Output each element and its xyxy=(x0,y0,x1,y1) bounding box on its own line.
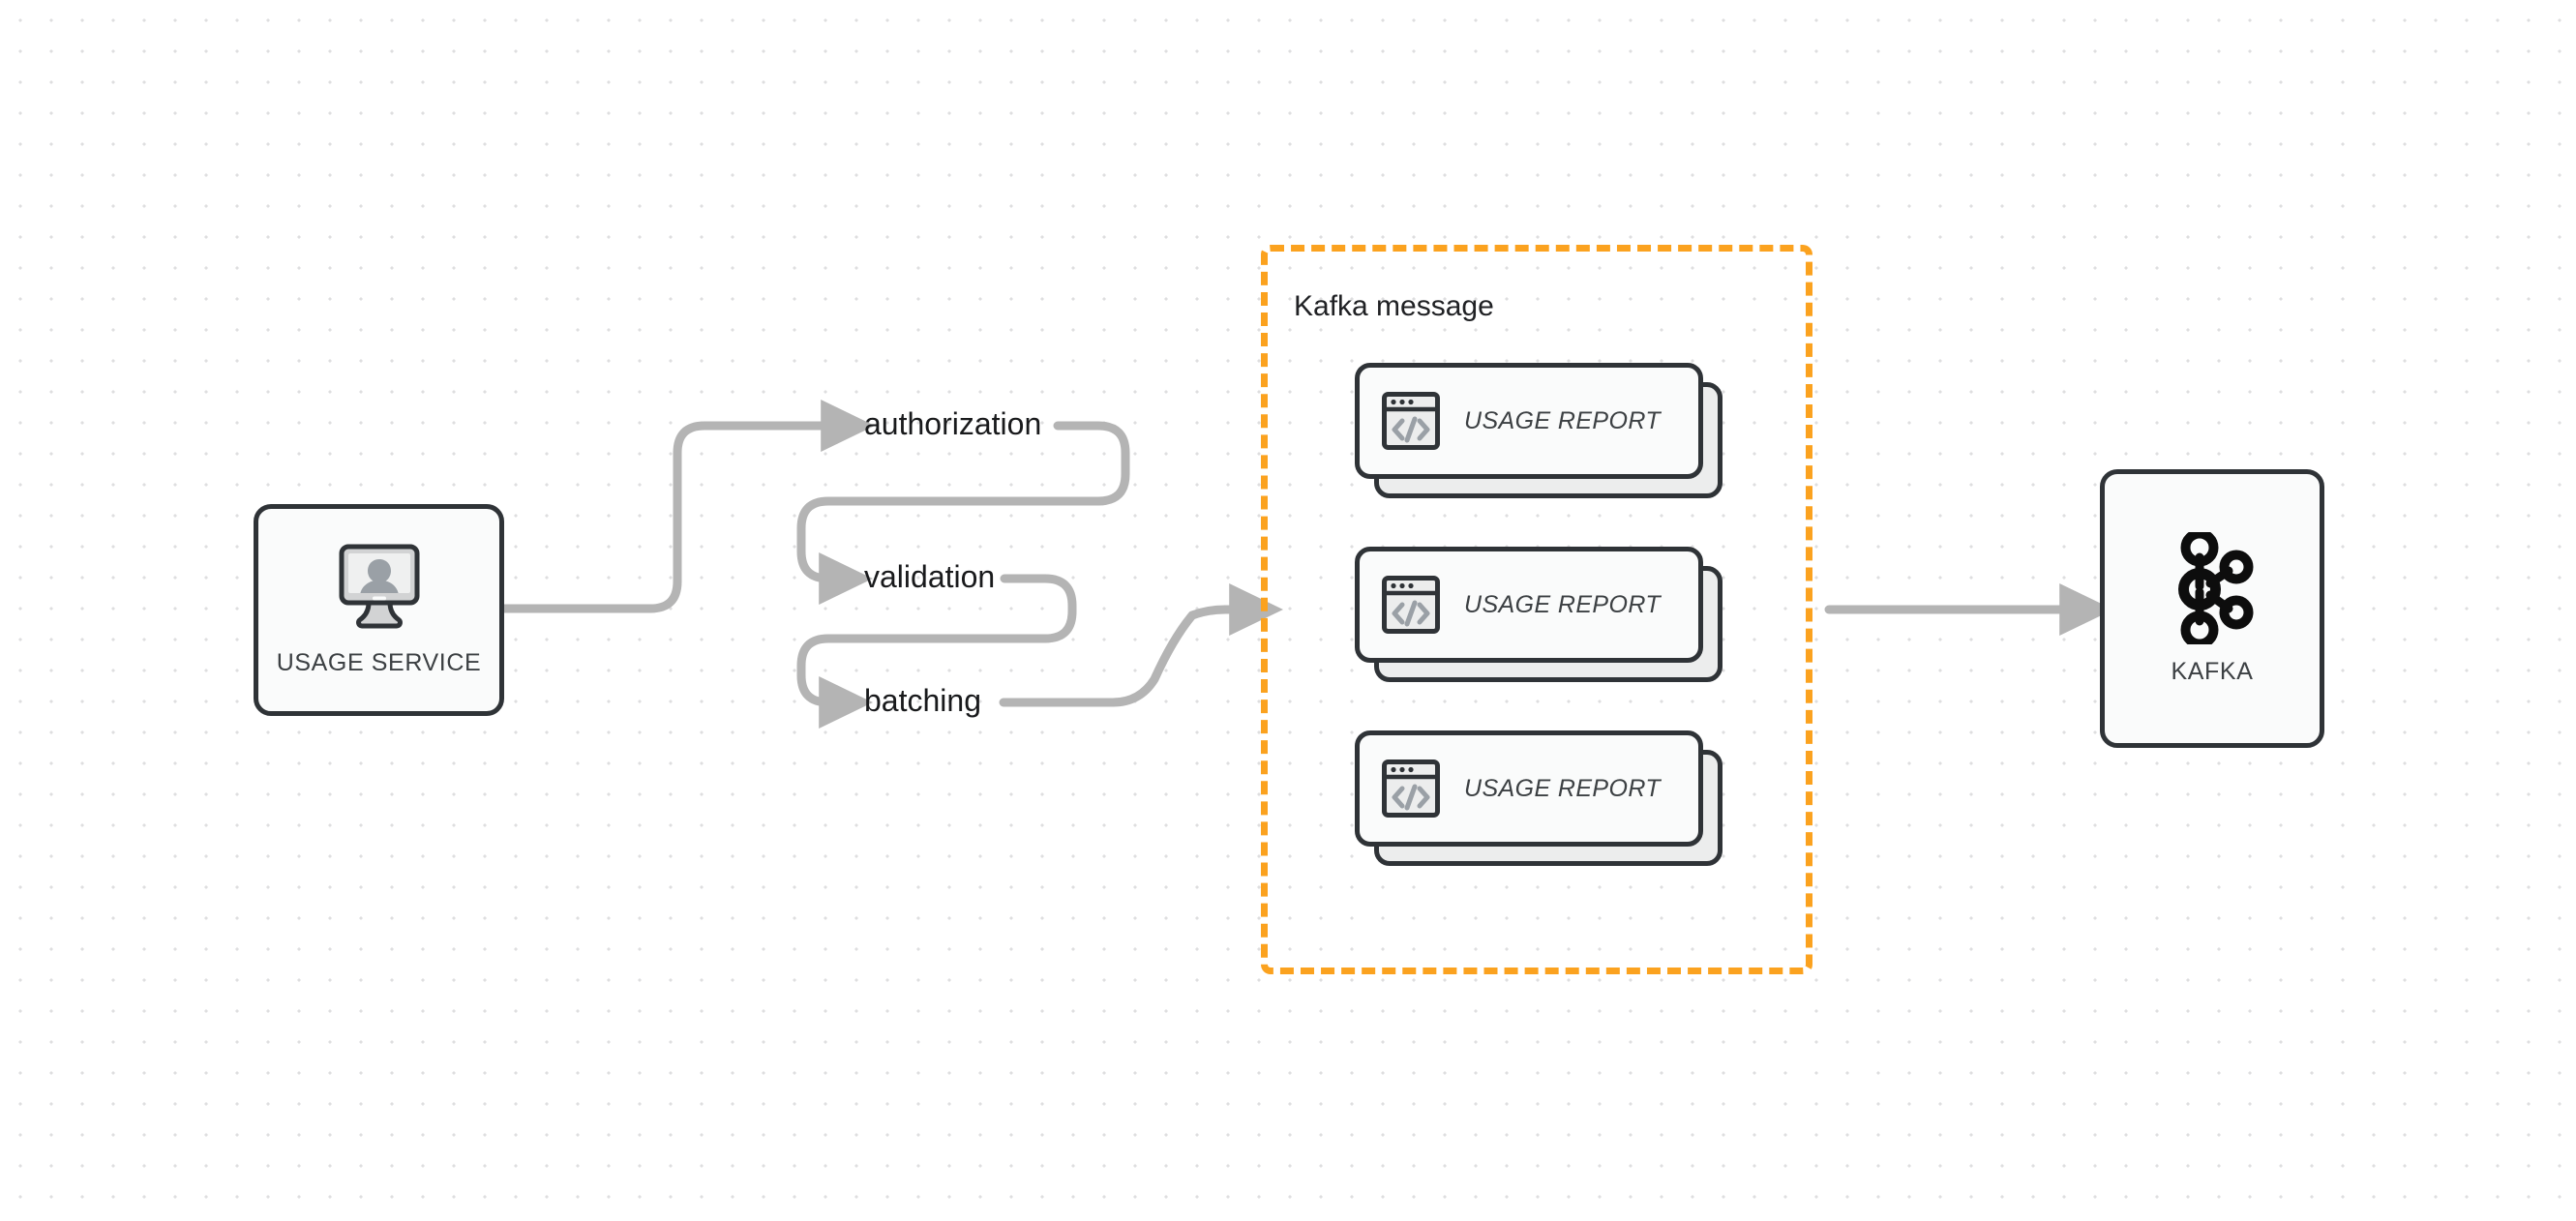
monitor-user-icon xyxy=(329,543,430,636)
usage-report-card[interactable]: USAGE REPORT xyxy=(1355,363,1722,498)
card-face[interactable]: USAGE REPORT xyxy=(1355,363,1703,479)
stage-label-batching: batching xyxy=(864,683,981,718)
card-label: USAGE REPORT xyxy=(1464,406,1661,434)
card-label: USAGE REPORT xyxy=(1464,774,1661,802)
group-kafka-message xyxy=(1261,245,1812,974)
connector-batching-to-kafka-message xyxy=(999,583,1283,707)
node-kafka[interactable]: KAFKA xyxy=(2100,469,2324,748)
card-face[interactable]: USAGE REPORT xyxy=(1355,730,1703,847)
code-window-icon xyxy=(1360,759,1441,819)
usage-report-card[interactable]: USAGE REPORT xyxy=(1355,730,1722,866)
code-window-icon xyxy=(1360,391,1441,451)
connector-usage-service-to-authorization xyxy=(499,400,875,613)
connector-authorization-to-validation xyxy=(796,421,1130,605)
group-title-kafka-message: Kafka message xyxy=(1294,290,1494,322)
usage-report-card[interactable]: USAGE REPORT xyxy=(1355,547,1722,682)
node-usage-service[interactable]: USAGE SERVICE xyxy=(254,504,504,716)
card-label: USAGE REPORT xyxy=(1464,590,1661,618)
stage-label-authorization: authorization xyxy=(864,406,1042,441)
stage-label-validation: validation xyxy=(864,559,996,594)
card-face[interactable]: USAGE REPORT xyxy=(1355,547,1703,663)
node-label-kafka: KAFKA xyxy=(2171,657,2254,685)
code-window-icon xyxy=(1360,575,1441,635)
node-label-usage-service: USAGE SERVICE xyxy=(276,649,482,676)
kafka-logo-icon xyxy=(2168,531,2257,644)
